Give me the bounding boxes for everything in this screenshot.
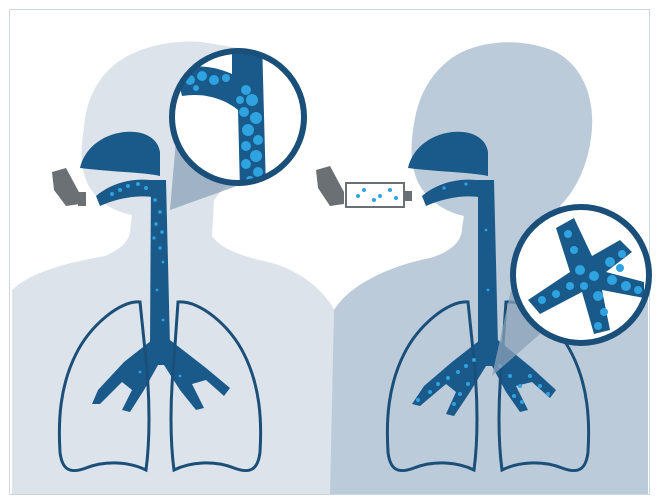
right-zoom-circle xyxy=(513,207,649,343)
